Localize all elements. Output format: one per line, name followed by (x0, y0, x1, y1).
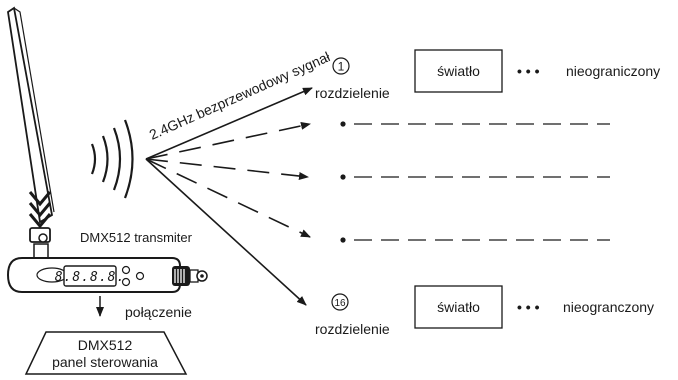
zone-16-ellipsis: • • • (517, 299, 540, 315)
placeholder-row-3 (340, 237, 610, 243)
xlr-connector-icon (172, 266, 208, 286)
zone-1-number-circle (332, 57, 350, 75)
signal-arrow-bottom (145, 158, 307, 306)
wireless-signal-icon (90, 119, 134, 199)
zone-1-suffix: nieograniczony (566, 63, 660, 79)
zone-1-light-box (414, 49, 503, 93)
connection-label: połączenie (125, 304, 192, 320)
zone-16-number-circle (331, 293, 349, 311)
transmitter-button-3 (135, 271, 145, 281)
zone-16: 16 rozdzielenie światło • • • nieograncz… (315, 285, 654, 337)
transmitter-button-1 (121, 265, 131, 275)
zone-1: 1 rozdzielenie światło • • • nieogranicz… (315, 49, 660, 101)
signal-arrow-4 (145, 158, 311, 238)
zone-16-suffix: nieogranczony (563, 299, 654, 315)
transmitter-display: 8.8.8.8. (55, 270, 126, 285)
zone-1-label: rozdzielenie (315, 85, 390, 101)
transmitter-label: DMX512 transmiter (80, 230, 193, 245)
signal-arrow-2 (145, 121, 311, 160)
control-panel-line1: DMX512 (78, 337, 133, 353)
signal-arrow-3 (145, 158, 309, 180)
control-panel-line2: panel sterowania (52, 354, 158, 370)
antenna-icon (7, 6, 55, 259)
control-panel-box: DMX512 panel sterowania (24, 331, 188, 375)
zone-16-label: rozdzielenie (315, 321, 390, 337)
transmitter-device: 8.8.8.8. (6, 257, 208, 293)
signal-label: 2.4GHz bezprzewodowy sygnał (147, 48, 333, 143)
zone-1-ellipsis: • • • (517, 63, 540, 79)
zone-16-number: 16 (334, 298, 346, 309)
zone-1-light-label: światło (437, 63, 480, 79)
placeholder-row-2 (340, 174, 610, 180)
zone-16-light-label: światło (437, 299, 480, 315)
placeholder-row-1 (340, 121, 610, 127)
signal-arrow-top (145, 87, 313, 160)
transmitter-button-2 (121, 277, 131, 287)
zone-16-light-box (414, 285, 503, 329)
zone-1-number: 1 (338, 60, 345, 74)
